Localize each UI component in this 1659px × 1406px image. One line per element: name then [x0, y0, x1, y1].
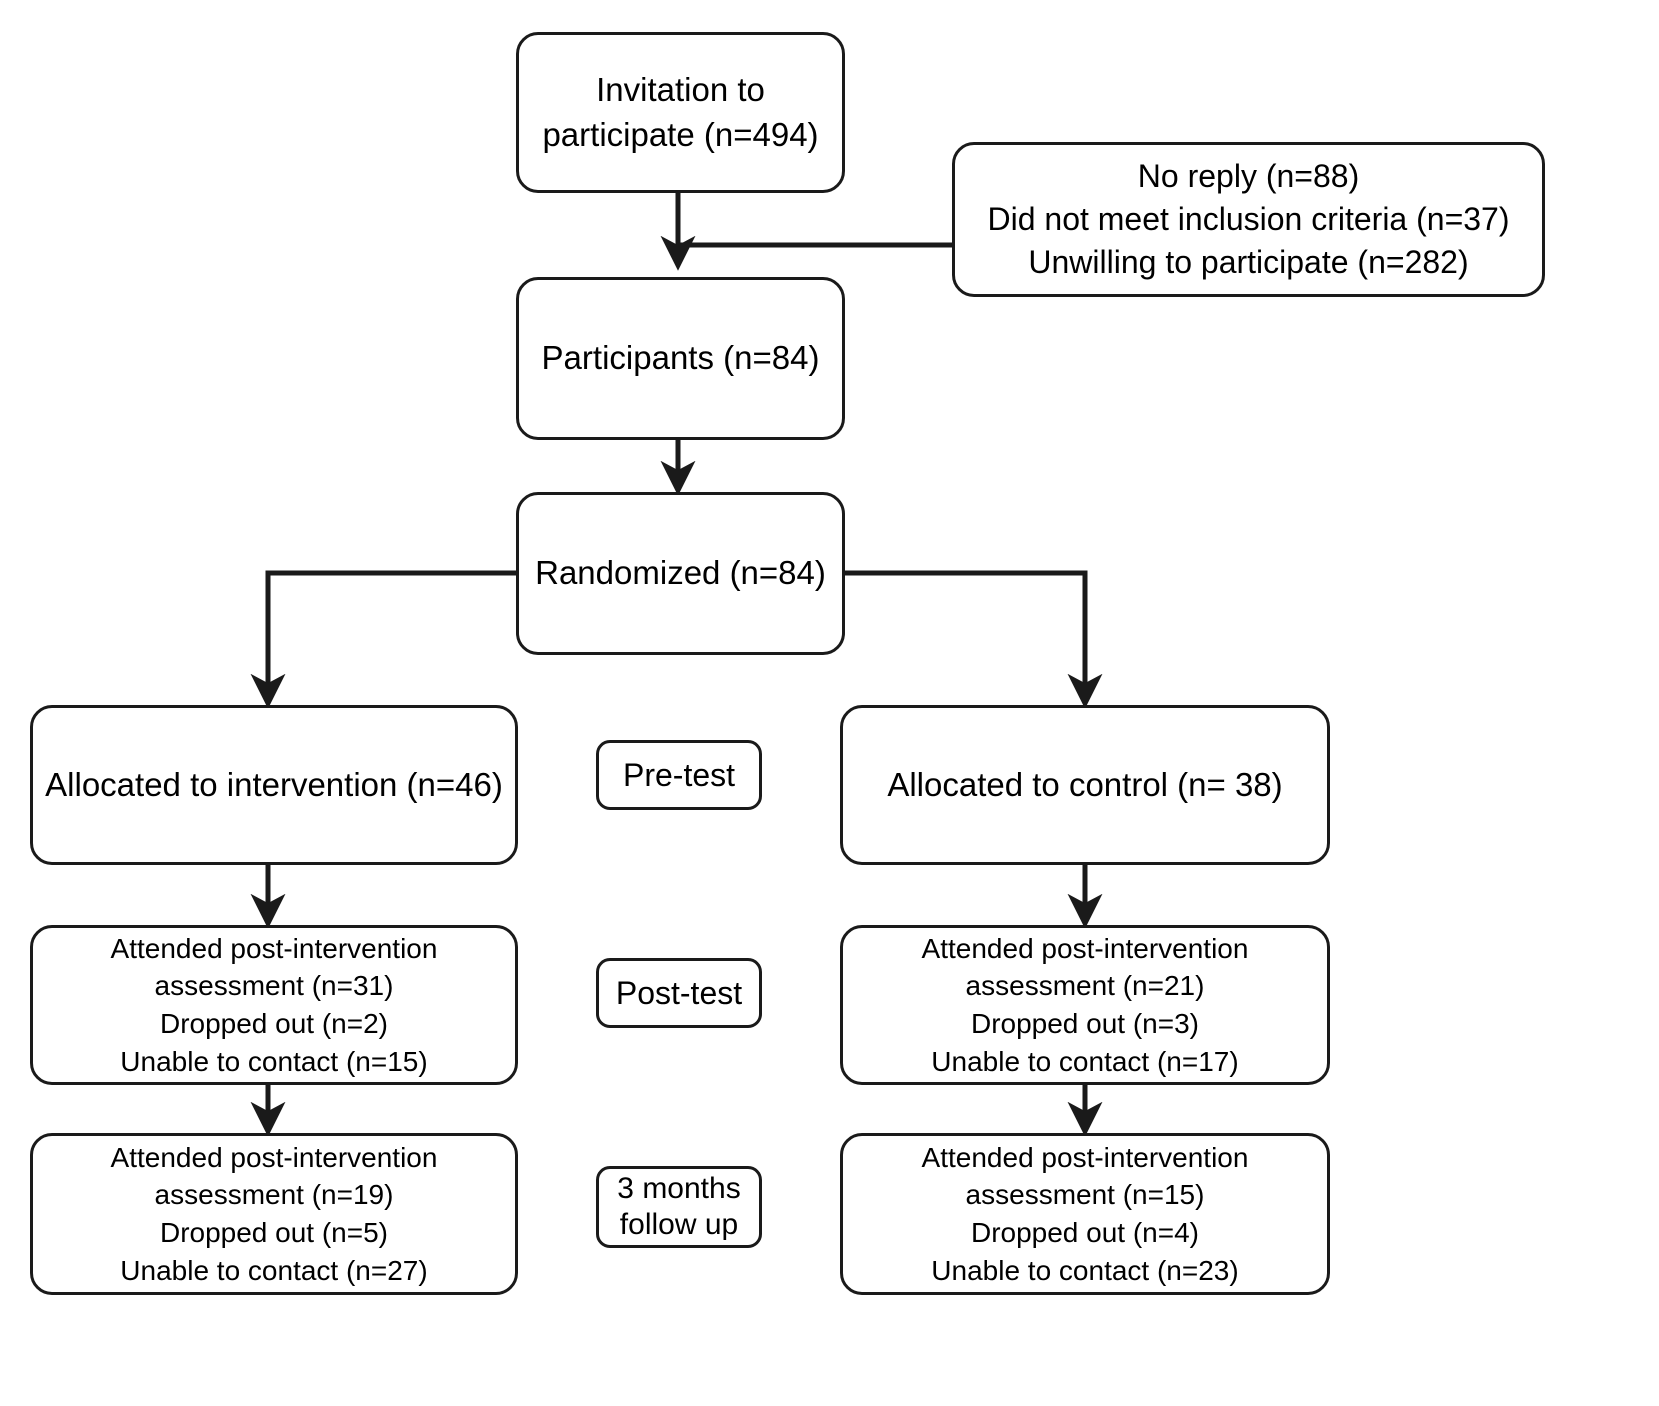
text-line-2: Unwilling to participate (n=282) — [1028, 243, 1469, 280]
node-invitation: Invitation to participate (n=494) — [516, 32, 845, 193]
node-allocated-control-text: Allocated to control (n= 38) — [853, 763, 1317, 807]
text-line-3: Unable to contact (n=27) — [120, 1254, 428, 1286]
text-line-0: 3 months — [617, 1172, 741, 1205]
text-line-0: Attended post-intervention — [921, 1141, 1249, 1173]
node-participants: Participants (n=84) — [516, 277, 845, 440]
text-line-1: assessment (n=15) — [965, 1179, 1205, 1211]
text-line-3: Unable to contact (n=17) — [931, 1045, 1239, 1077]
node-excluded-text: No reply (n=88) Did not meet inclusion cr… — [965, 155, 1532, 284]
node-randomized-text: Randomized (n=84) — [529, 551, 832, 595]
node-followup-control: Attended post-intervention assessment (n=… — [840, 1133, 1330, 1295]
text-line-0: Randomized (n=84) — [535, 554, 826, 592]
edge-randomized-to-control — [845, 570, 1103, 709]
text-line-3: Unable to contact (n=15) — [120, 1045, 428, 1077]
node-allocated-intervention: Allocated to intervention (n=46) — [30, 705, 518, 865]
text-line-1: assessment (n=31) — [154, 970, 394, 1002]
node-posttest-control-text: Attended post-intervention assessment (n=… — [853, 930, 1317, 1080]
text-line-0: Attended post-intervention — [110, 1141, 438, 1173]
node-followup-intervention-text: Attended post-intervention assessment (n=… — [43, 1139, 505, 1289]
stage-label-pretest: Pre-test — [596, 740, 762, 810]
text-line-1: follow up — [619, 1208, 739, 1241]
text-line-1: assessment (n=19) — [154, 1179, 394, 1211]
text-line-0: Allocated to intervention (n=46) — [45, 765, 503, 803]
text-line-2: Dropped out (n=4) — [970, 1217, 1200, 1248]
node-allocated-control: Allocated to control (n= 38) — [840, 705, 1330, 865]
node-followup-intervention: Attended post-intervention assessment (n=… — [30, 1133, 518, 1295]
text-line-1: participate (n=494) — [542, 115, 819, 153]
text-line-0: Post-test — [615, 974, 743, 1011]
text-line-1: Did not meet inclusion criteria (n=37) — [987, 201, 1510, 238]
node-randomized: Randomized (n=84) — [516, 492, 845, 655]
node-posttest-control: Attended post-intervention assessment (n=… — [840, 925, 1330, 1085]
text-line-2: Dropped out (n=5) — [159, 1217, 389, 1248]
node-followup-control-text: Attended post-intervention assessment (n=… — [853, 1139, 1317, 1289]
text-line-0: No reply (n=88) — [1137, 158, 1360, 195]
node-posttest-intervention: Attended post-intervention assessment (n=… — [30, 925, 518, 1085]
stage-label-posttest-text: Post-test — [616, 974, 742, 1012]
text-line-2: Dropped out (n=2) — [159, 1008, 389, 1039]
stage-label-pretest-text: Pre-test — [623, 756, 735, 794]
text-line-0: Attended post-intervention — [110, 932, 438, 964]
text-line-0: Attended post-intervention — [921, 932, 1249, 964]
text-line-0: Pre-test — [622, 756, 736, 793]
edge-randomized-to-intervention — [250, 570, 516, 709]
node-invitation-text: Invitation to participate (n=494) — [529, 68, 832, 156]
node-allocated-intervention-text: Allocated to intervention (n=46) — [43, 763, 505, 807]
stage-label-posttest: Post-test — [596, 958, 762, 1028]
node-participants-text: Participants (n=84) — [529, 336, 832, 380]
text-line-0: Allocated to control (n= 38) — [887, 765, 1283, 803]
text-line-1: assessment (n=21) — [965, 970, 1205, 1002]
text-line-0: Participants (n=84) — [541, 339, 820, 377]
text-line-0: Invitation to — [596, 71, 765, 109]
text-line-3: Unable to contact (n=23) — [931, 1254, 1239, 1286]
node-excluded: No reply (n=88) Did not meet inclusion cr… — [952, 142, 1545, 297]
node-posttest-intervention-text: Attended post-intervention assessment (n=… — [43, 930, 505, 1080]
text-line-2: Dropped out (n=3) — [970, 1008, 1200, 1039]
